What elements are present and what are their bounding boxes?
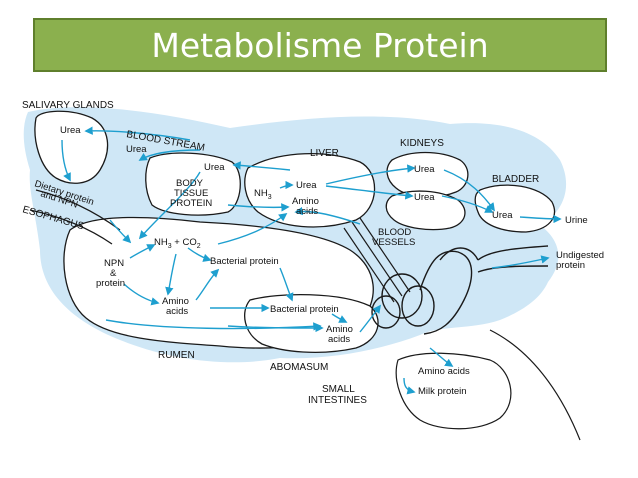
- label-tissue: TISSUE: [174, 188, 208, 199]
- label-milk-protein: Milk protein: [418, 386, 467, 397]
- label-bladder: BLADDER: [492, 174, 539, 185]
- label-urea-saliva: Urea: [60, 125, 81, 136]
- label-body: BODY: [176, 178, 204, 189]
- arrow-urea-to-saliva: [84, 126, 191, 141]
- arrow-nh3co2-to-liver: [217, 212, 288, 245]
- arrow-kidney2-bladder: [441, 195, 494, 213]
- arrow-liver-urea-left: [232, 161, 291, 171]
- arrow-amino-intestine: [359, 304, 382, 333]
- label-undigested: Undigested: [556, 250, 604, 261]
- body-tissue-shape: [145, 152, 241, 216]
- arrow-urea-kidney: [325, 164, 416, 185]
- arrow-udder-branch: [429, 347, 454, 367]
- label-amino-abomasum-1: Amino: [326, 324, 353, 335]
- arrow-dietary: [109, 219, 132, 244]
- arrow-urea-kidney2: [325, 185, 414, 200]
- arrow-npn-amino: [123, 283, 160, 306]
- label-npn: NPN: [104, 258, 124, 269]
- label-ampersand: &: [110, 268, 117, 279]
- arrow-tissue-to-amino: [227, 203, 290, 212]
- label-amino-liver-2: acids: [296, 206, 318, 217]
- esophagus-tube: [35, 189, 121, 231]
- label-bacterial-protein-2: Bacterial protein: [270, 304, 339, 315]
- label-bacterial-protein-1: Bacterial protein: [210, 256, 279, 267]
- label-undigested-protein: protein: [556, 260, 585, 271]
- label-urea-liver: Urea: [296, 180, 317, 191]
- arrow-nh3-amino: [165, 253, 177, 296]
- blood-vessels-lines: [343, 217, 411, 303]
- arrow-bladder-urine: [519, 214, 562, 224]
- label-intestines: INTESTINES: [308, 395, 367, 406]
- abomasum-shape: [244, 293, 379, 354]
- label-amino-rumen-1: Amino: [162, 296, 189, 307]
- organ-outlines: [34, 110, 556, 354]
- label-urea-kidney-lower: Urea: [414, 192, 435, 203]
- label-urine: Urine: [565, 215, 588, 226]
- label-nh3-co2: NH3 + CO2: [154, 237, 201, 250]
- arrow-amino-bacterial: [195, 268, 220, 301]
- label-amino-liver-1: Amino: [292, 196, 319, 207]
- arrow-vessel-up: [294, 206, 361, 225]
- label-amino-rumen-2: acids: [166, 306, 188, 317]
- label-npn-protein: protein: [96, 278, 125, 289]
- label-rumen: RUMEN: [158, 350, 195, 361]
- arrow-nh3-bacterial: [187, 247, 212, 262]
- udder-outline: [395, 352, 512, 430]
- label-salivary-glands: SALIVARY GLANDS: [22, 100, 114, 111]
- label-nh3-liver: NH3: [254, 188, 272, 201]
- kidney-shape: [386, 151, 469, 198]
- arrow-nh3-to-urea: [279, 180, 294, 190]
- flow-arrows: [61, 126, 562, 395]
- slide-title: Metabolisme Protein: [151, 25, 489, 65]
- arrow-abomasum-amino: [227, 323, 324, 333]
- label-small: SMALL: [322, 384, 355, 395]
- small-intestine-coils: [371, 245, 549, 335]
- arrow-bacterial-down: [279, 267, 294, 302]
- label-kidneys: KIDNEYS: [400, 138, 444, 149]
- label-urea-bloodstream: Urea: [126, 144, 147, 155]
- arrow-intestine-undigested: [491, 255, 550, 269]
- label-amino-udder: Amino acids: [418, 366, 470, 377]
- arrow-amino-milk: [403, 377, 416, 395]
- arrow-npn-nh3: [129, 244, 156, 259]
- label-urea-center: Urea: [204, 162, 225, 173]
- label-abomasum: ABOMASUM: [270, 362, 328, 373]
- arrow-blood-urea: [138, 149, 201, 161]
- label-urea-kidney-upper: Urea: [414, 164, 435, 175]
- label-liver: LIVER: [310, 148, 339, 159]
- label-blood: BLOOD: [378, 227, 411, 238]
- label-amino-abomasum-2: acids: [328, 334, 350, 345]
- title-banner: Metabolisme Protein: [33, 18, 607, 72]
- label-urea-bladder: Urea: [492, 210, 513, 221]
- arrow-urea-down: [138, 171, 201, 240]
- arrow-bacterial2-amino: [331, 313, 348, 323]
- kidney-lower-shape: [385, 190, 466, 231]
- arrow-saliva-down: [61, 139, 71, 182]
- label-vessels: VESSELS: [372, 237, 415, 248]
- label-protein: PROTEIN: [170, 198, 212, 209]
